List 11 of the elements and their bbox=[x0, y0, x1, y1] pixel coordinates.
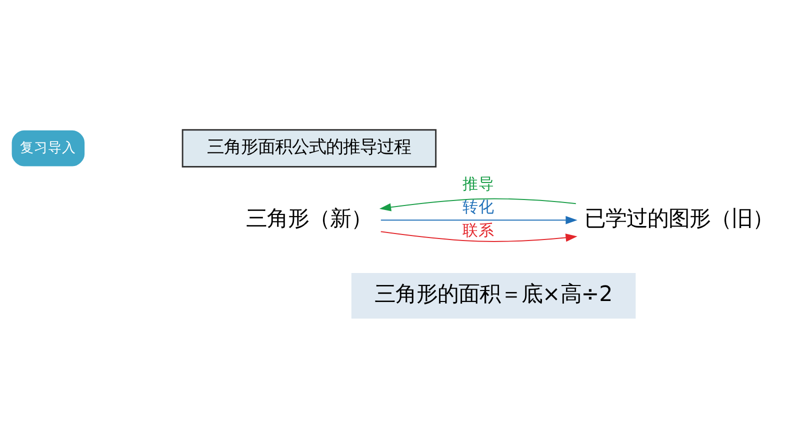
arrow bbox=[379, 198, 576, 211]
arrow bbox=[380, 216, 578, 224]
edge-label: 转化 bbox=[462, 198, 494, 216]
node-box: 三角形的面积＝底×高÷2 bbox=[351, 272, 636, 318]
label: 复习导入 bbox=[20, 139, 76, 156]
edge-label: 联系 bbox=[462, 220, 494, 239]
arrow bbox=[380, 230, 578, 242]
node-text: 三角形（新） bbox=[246, 206, 372, 232]
node-box: 三角形面积公式的推导过程 bbox=[182, 128, 437, 167]
node-text: 已学过的图形（旧） bbox=[584, 206, 774, 232]
edge-label: 推导 bbox=[462, 174, 494, 192]
